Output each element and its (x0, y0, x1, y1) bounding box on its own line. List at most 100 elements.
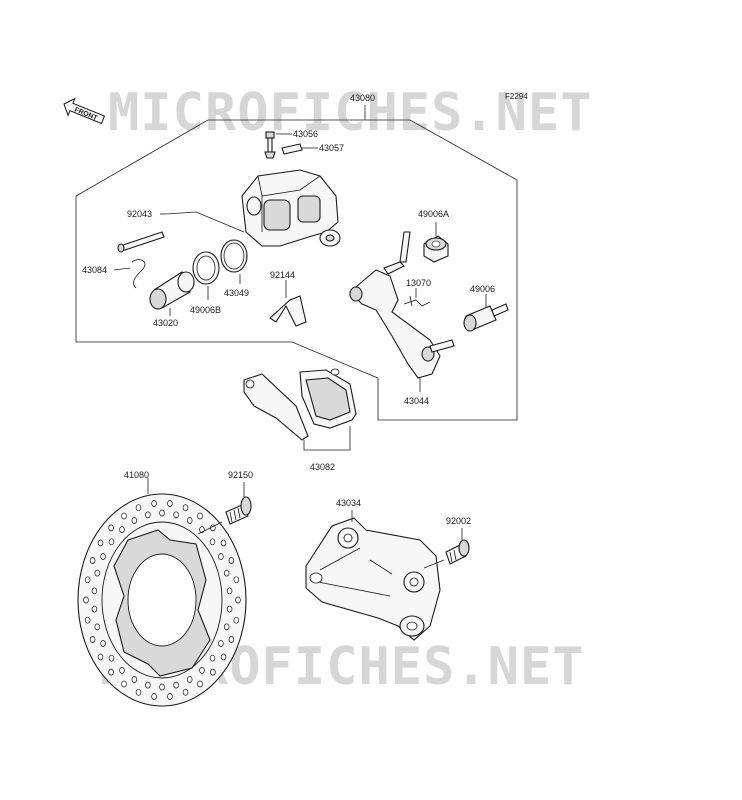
disc-hole (223, 569, 230, 577)
label-92150: 92150 (228, 470, 253, 480)
disc-hole (89, 636, 96, 643)
bleeder-valve-43056 (264, 131, 276, 159)
label-43057: 43057 (319, 143, 344, 153)
caliper-body (241, 169, 341, 247)
slide-bolt-49006 (463, 303, 509, 332)
disc-hole (97, 653, 104, 661)
assembly-outline-43080 (75, 119, 518, 421)
disc-hole (197, 680, 203, 688)
disc-hole (210, 668, 216, 676)
label-43020: 43020 (153, 318, 178, 328)
disc-hole (220, 653, 227, 661)
boot-49006a (423, 235, 449, 263)
disc-hole (97, 539, 104, 547)
brake-disc-41080 (77, 493, 247, 707)
disc-hole (145, 681, 151, 689)
disc-hole (131, 676, 138, 683)
piston-43020 (149, 271, 195, 310)
label-43044: 43044 (404, 396, 429, 406)
disc-hole (91, 587, 98, 595)
leader-92043 (165, 211, 245, 233)
disc-hole (218, 553, 224, 560)
disc-hole (233, 616, 240, 624)
spring-92144 (269, 295, 307, 327)
disc-hole (186, 676, 193, 683)
disc-hole (108, 538, 115, 546)
brake-pads-43082 (243, 368, 357, 441)
disc-hole (218, 640, 224, 647)
label-43082: 43082 (310, 462, 335, 472)
disc-hole (121, 512, 127, 520)
label-43049: 43049 (224, 288, 249, 298)
label-49006a: 49006A (418, 209, 449, 219)
disc-hole (182, 688, 189, 696)
disc-hole (119, 526, 125, 533)
seal-43049 (220, 239, 248, 273)
disc-hole (226, 587, 233, 595)
disc-hole (108, 654, 115, 662)
label-92002: 92002 (446, 516, 471, 526)
disc-hole (228, 557, 235, 564)
label-92144: 92144 (270, 270, 295, 280)
label-49006: 49006 (470, 284, 495, 294)
disc-hole (83, 596, 89, 604)
disc-hole (228, 636, 235, 643)
disc-hole (209, 538, 216, 546)
disc-hole (186, 517, 193, 524)
bracket-bolt-92002 (445, 539, 470, 565)
disc-hole (91, 605, 98, 613)
disc-hole (89, 557, 96, 564)
disc-hole (94, 623, 101, 631)
disc-hole (197, 512, 203, 520)
disc-hole (173, 681, 179, 689)
disc-hole (84, 576, 91, 584)
disc-hole (182, 504, 189, 512)
watermark-top: MICROFICHES.NET (108, 83, 593, 143)
disc-hole (100, 640, 106, 647)
leader-43082 (303, 426, 351, 451)
disc-hole (84, 616, 91, 624)
disc-hole (121, 680, 127, 688)
front-arrow-icon: FRONT (63, 97, 106, 125)
leader-92002-bracket (423, 559, 445, 569)
disc-bolt-92150 (225, 496, 252, 525)
disc-hole (220, 539, 227, 547)
disc-hole (209, 654, 216, 662)
disc-hole (173, 511, 179, 519)
label-49006b: 49006B (190, 305, 221, 315)
disc-hole (151, 500, 157, 507)
caliper-holder-43044 (349, 231, 455, 379)
label-13070: 13070 (406, 278, 431, 288)
label-41080: 41080 (124, 470, 149, 480)
disc-hole (119, 667, 125, 674)
disc-hole (167, 693, 173, 700)
pin-92043 (117, 231, 165, 253)
disc-hole (131, 517, 138, 524)
figure-reference: F2294 (505, 92, 528, 101)
cap-43057 (281, 143, 303, 155)
clip-43084 (131, 259, 146, 289)
disc-hole (199, 667, 205, 674)
disc-hole (159, 509, 165, 517)
leader-92150-disc (197, 521, 223, 535)
disc-hole (108, 668, 114, 676)
label-43034: 43034 (336, 498, 361, 508)
label-43056: 43056 (293, 129, 318, 139)
disc-hole (167, 500, 173, 507)
seal-49006b (192, 251, 220, 285)
disc-hole (223, 623, 230, 631)
label-43084: 43084 (82, 265, 107, 275)
disc-hole (151, 693, 157, 700)
label-92043: 92043 (127, 209, 152, 219)
disc-hole (100, 553, 106, 560)
caliper-bracket-43034 (305, 517, 441, 641)
disc-hole (94, 569, 101, 577)
disc-hole (108, 524, 114, 532)
pad-spring-13070 (403, 295, 431, 307)
disc-hole (233, 576, 240, 584)
disc-hole (135, 688, 142, 696)
disc-hole (226, 605, 233, 613)
disc-hole (145, 511, 151, 519)
disc-hole (159, 683, 165, 691)
